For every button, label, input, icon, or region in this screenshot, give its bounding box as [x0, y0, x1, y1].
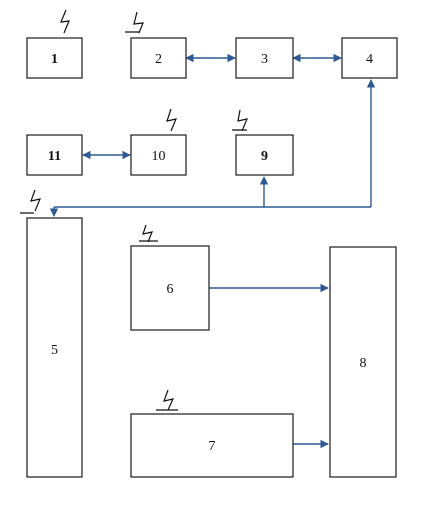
block-3-label: 3 — [261, 52, 268, 67]
block-4-label: 4 — [366, 52, 373, 67]
block-2-label: 2 — [155, 52, 162, 67]
block-5-label: 5 — [51, 343, 58, 358]
block-3: 3 — [235, 37, 294, 79]
power-symbol-6-icon — [139, 224, 158, 243]
power-symbol-7-icon — [156, 389, 178, 411]
block-9: 9 — [235, 134, 294, 176]
power-symbol-5-icon — [20, 189, 41, 214]
block-1: 1 — [26, 37, 83, 79]
power-symbol-9-icon — [232, 109, 248, 132]
block-5: 5 — [26, 217, 83, 478]
block-11-label: 11 — [48, 149, 61, 164]
block-6: 6 — [130, 245, 210, 331]
block-9-label: 9 — [261, 149, 268, 164]
block-1-label: 1 — [51, 52, 58, 67]
power-symbol-1-icon — [60, 9, 70, 34]
power-symbol-10-icon — [166, 108, 177, 132]
block-4: 4 — [341, 37, 398, 79]
connections — [49, 53, 376, 449]
block-6-label: 6 — [167, 282, 174, 297]
block-2: 2 — [130, 37, 187, 79]
block-10-label: 10 — [152, 149, 166, 164]
power-symbols — [20, 9, 248, 411]
block-8: 8 — [329, 246, 397, 478]
power-symbol-2-icon — [125, 11, 144, 34]
block-7: 7 — [130, 413, 294, 478]
block-10: 10 — [130, 134, 187, 176]
block-11: 11 — [26, 134, 83, 176]
block-7-label: 7 — [209, 439, 216, 454]
block-8-label: 8 — [360, 356, 367, 371]
